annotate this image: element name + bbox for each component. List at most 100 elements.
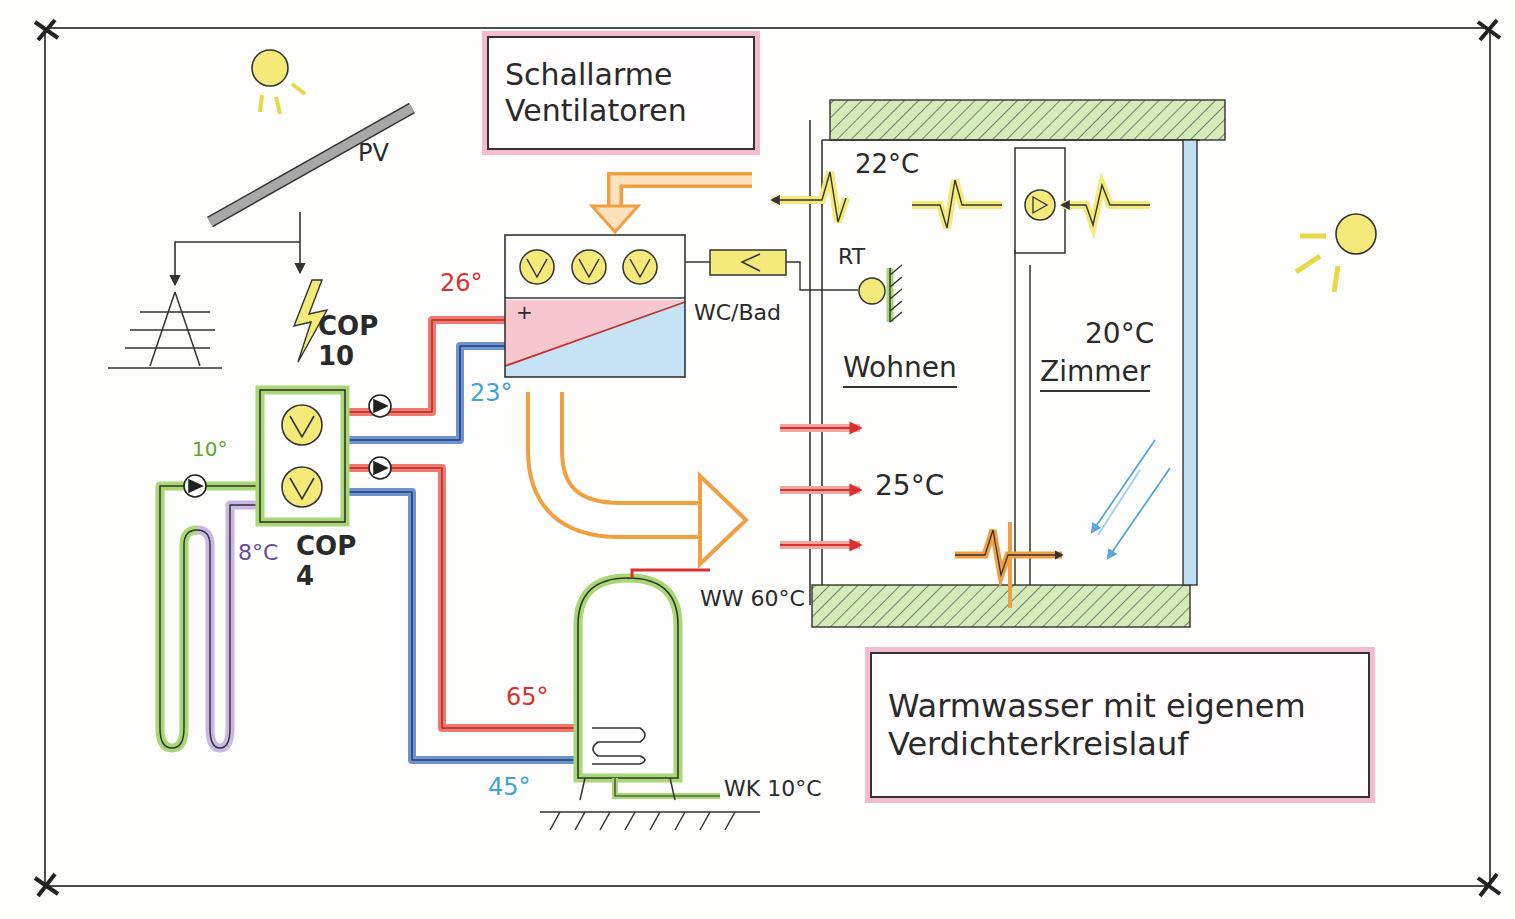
ventilation-unit [685, 261, 710, 263]
sketch-frame [35, 20, 58, 40]
door-gap-signal [955, 530, 1062, 575]
building-section [822, 139, 1200, 141]
note-box: Schallarme Ventilatoren [487, 36, 755, 150]
sun-symbol [252, 50, 288, 86]
pv-panel [210, 108, 412, 222]
ground-probe [160, 486, 262, 748]
building-section [1033, 197, 1047, 213]
exhaust-air-arrow [615, 180, 752, 206]
warm-air-arrow [780, 427, 860, 429]
supply-air-arrow [545, 392, 702, 520]
annotation: COP 4 [296, 532, 360, 592]
heat-pump-unit [282, 405, 322, 445]
room-thermostat [890, 265, 902, 322]
pv-panel [175, 242, 300, 284]
annotation: 8°C [238, 540, 278, 565]
ventilation-unit [623, 250, 657, 284]
sketch-frame [1478, 874, 1500, 896]
label-text: 26° [440, 269, 483, 297]
sketch-frame [35, 874, 58, 896]
sun-symbol [1336, 214, 1376, 254]
warm-air-arrow [780, 489, 860, 491]
hot-water-tank [592, 728, 645, 764]
sketch-frame [1478, 20, 1500, 40]
ventilation-unit [505, 235, 858, 377]
warm-air-arrow [780, 486, 860, 494]
circulation-pump [189, 480, 202, 492]
annotation: RT [838, 244, 865, 269]
sun-symbol [1334, 266, 1338, 292]
room-thermostat [859, 278, 885, 304]
ventilation-unit [572, 250, 606, 284]
annotation: WK 10°C [724, 776, 822, 801]
hot-water-tank [578, 578, 678, 778]
exhaust-air-arrow [592, 206, 638, 232]
label-text: WK 10°C [724, 776, 822, 801]
sketch-frame [35, 20, 1500, 896]
hot-water-tank [580, 778, 675, 800]
annotation: Zimmer [1040, 356, 1150, 388]
room-thermostat [859, 265, 902, 322]
pv-panel [210, 108, 412, 222]
label-text: + [516, 300, 533, 324]
label-text: 20°C [1085, 317, 1154, 350]
ventilation-unit [520, 250, 554, 284]
sun-symbol [252, 50, 305, 114]
warm-air-arrow [780, 544, 860, 546]
building-section [1183, 140, 1197, 585]
circulation-pump [374, 462, 387, 474]
warm-air-arrow [780, 424, 860, 432]
heat-pump-unit [260, 390, 345, 522]
airflow-signal [912, 180, 1002, 228]
heat-pump-unit [290, 416, 314, 437]
sun-symbol [1296, 256, 1320, 272]
supply-air-arrow [545, 392, 702, 520]
annotation: WC/Bad [694, 300, 781, 325]
sun-symbol [260, 95, 262, 112]
annotation: Wohnen [843, 352, 957, 384]
circulation-pump [374, 400, 387, 412]
hot-water-tank [578, 570, 720, 800]
sun-symbol [1296, 214, 1376, 292]
label-text: 8°C [238, 540, 278, 565]
building-section [1014, 250, 1016, 585]
ground-hatch [540, 812, 760, 830]
label-text: 45° [488, 773, 531, 801]
label-text: WC/Bad [694, 300, 781, 325]
label-text: 23° [470, 379, 513, 407]
door-gap-signal [955, 530, 1062, 575]
annotation: + [516, 301, 533, 324]
ground-hatch [540, 812, 760, 830]
exhaust-air-arrow [615, 180, 752, 206]
hot-water-tank [578, 578, 678, 778]
exhaust-air-arrow [592, 180, 752, 232]
label-text: COP 10 [318, 311, 378, 371]
label-text: WW 60°C [700, 586, 805, 611]
annotation: 23° [470, 380, 513, 408]
circulation-pump [184, 475, 206, 497]
airflow-signal [772, 172, 846, 222]
airflow-signal [1062, 185, 1150, 225]
hot-water-tank [615, 778, 720, 796]
building-section [812, 585, 1190, 627]
annotation: 25°C [875, 470, 944, 502]
overflow-air-arrow [1108, 468, 1170, 558]
heat-pump-unit [260, 390, 345, 522]
label-text: Wohnen [843, 351, 957, 388]
building-section [809, 120, 811, 605]
note-box: Warmwasser mit eigenem Verdichterkreisla… [870, 652, 1370, 798]
label-text: COP 4 [296, 531, 356, 591]
door-gap-signal [955, 522, 1062, 608]
return-pipe [345, 492, 592, 760]
heat-pump-unit [282, 467, 322, 507]
sun-symbol [1300, 234, 1326, 239]
label-text: PV [358, 139, 389, 167]
warm-air-arrow [780, 541, 860, 549]
ventilation-unit [505, 300, 685, 377]
ventilation-unit [710, 250, 786, 275]
airflow-signal [772, 172, 846, 222]
heat-pump-unit [290, 478, 314, 499]
ventilation-unit [630, 259, 650, 277]
ventilation-unit [505, 297, 685, 299]
